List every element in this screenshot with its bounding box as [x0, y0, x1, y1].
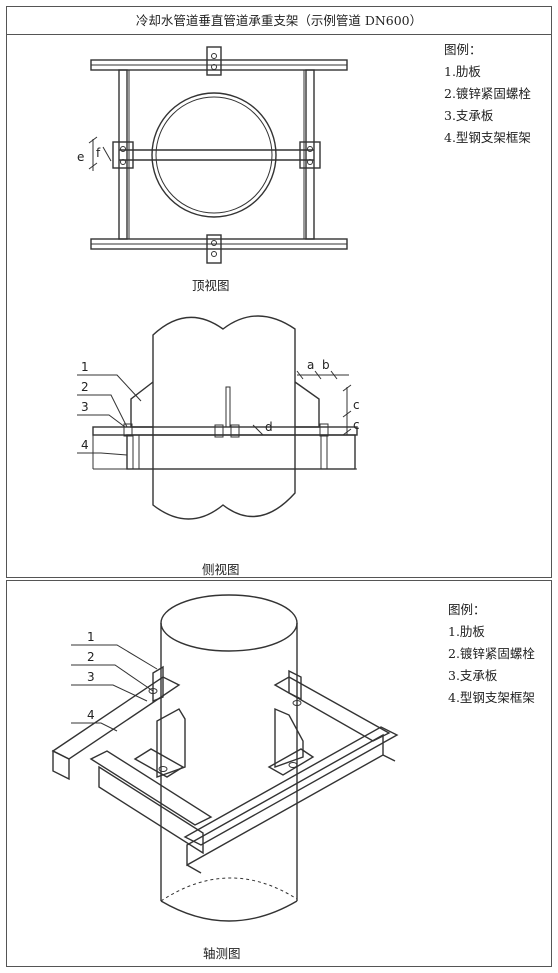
dim-label-f: f — [96, 146, 101, 160]
callout-4-axo: 4 — [87, 708, 95, 722]
bottom-panel: 图例： 1.肋板 2.镀锌紧固螺栓 3.支承板 4.型钢支架框架 — [6, 580, 552, 967]
caption-top-view: 顶视图 — [192, 278, 230, 293]
drawings-top: e f — [77, 46, 360, 520]
dim-label-c-upper: c — [353, 398, 360, 412]
legend-item-bolt: 2.镀锌紧固螺栓 — [444, 86, 531, 101]
legend-item-support-plate: 3.支承板 — [444, 108, 494, 123]
legend-item-rib-plate: 1.肋板 — [444, 64, 481, 79]
dim-label-b: b — [322, 358, 330, 372]
legend-heading: 图例： — [448, 602, 486, 617]
legend-top: 图例： 1.肋板 2.镀锌紧固螺栓 3.支承板 4.型钢支架框架 — [444, 39, 531, 149]
callout-1-axo: 1 — [87, 630, 95, 644]
legend-item-steel-frame: 4.型钢支架框架 — [444, 130, 531, 145]
legend-heading: 图例： — [444, 42, 482, 57]
top-view-drawing: e f — [77, 46, 348, 264]
dim-label-a: a — [307, 358, 314, 372]
legend-bottom: 图例： 1.肋板 2.镀锌紧固螺栓 3.支承板 4.型钢支架框架 — [448, 599, 535, 709]
top-panel: 冷却水管道垂直管道承重支架（示例管道 DN600） 图例： 1.肋板 2.镀锌紧… — [6, 6, 552, 578]
callout-3-axo: 3 — [87, 670, 95, 684]
dim-label-d: d — [265, 420, 273, 434]
caption-axonometric-view: 轴测图 — [203, 946, 241, 961]
legend-item-support-plate: 3.支承板 — [448, 668, 498, 683]
legend-item-bolt: 2.镀锌紧固螺栓 — [448, 646, 535, 661]
callout-2-axo: 2 — [87, 650, 95, 664]
callout-3-side: 3 — [81, 400, 89, 414]
callout-4-side: 4 — [81, 438, 89, 452]
legend-item-steel-frame: 4.型钢支架框架 — [448, 690, 535, 705]
callout-2-side: 2 — [81, 380, 89, 394]
callout-1-side: 1 — [81, 360, 89, 374]
dim-label-c-lower: c — [353, 418, 360, 432]
legend-item-rib-plate: 1.肋板 — [448, 624, 485, 639]
drawing-title: 冷却水管道垂直管道承重支架（示例管道 DN600） — [7, 7, 551, 35]
axonometric-view-drawing: 1 2 3 4 — [51, 594, 399, 922]
dim-label-e: e — [77, 150, 84, 164]
caption-side-view: 侧视图 — [202, 562, 240, 577]
side-view-drawing: a b c c d 1 2 3 4 — [77, 315, 360, 520]
